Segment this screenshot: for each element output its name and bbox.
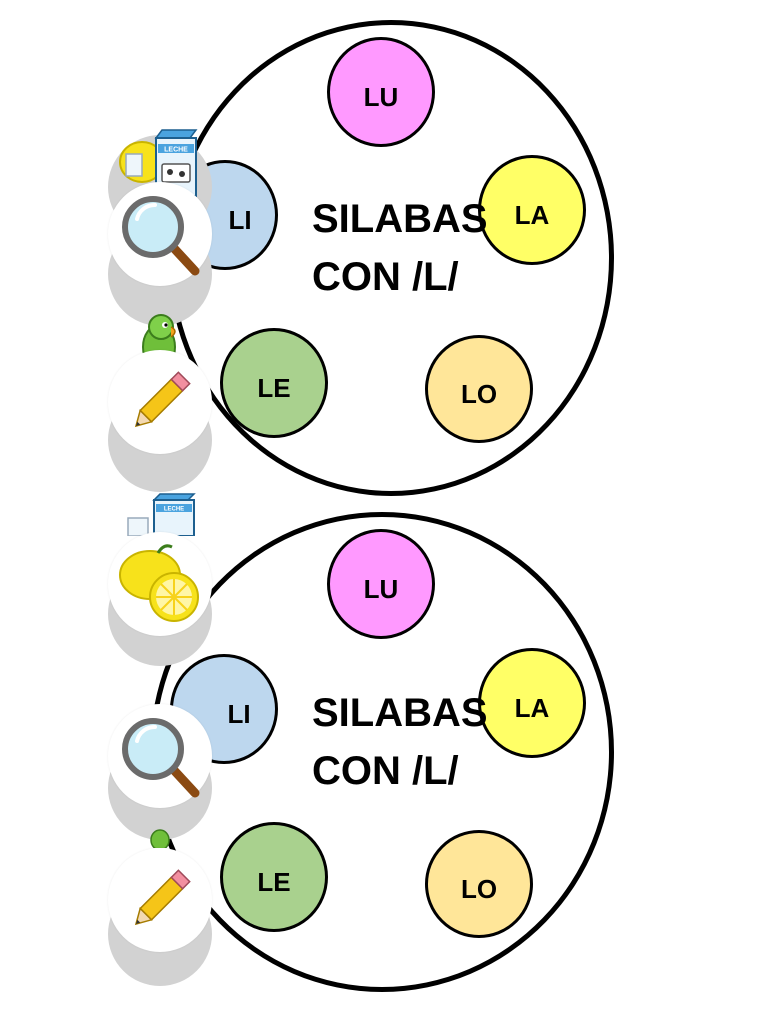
syllable-lu-1: LU bbox=[327, 37, 435, 147]
picture-milk-carton: LECHE bbox=[124, 492, 196, 541]
syllable-lo-label: LO bbox=[460, 873, 498, 904]
syllable-lu-label: LU bbox=[363, 573, 399, 604]
syllable-la-label: LA bbox=[514, 199, 550, 230]
syllable-la-label: LA bbox=[514, 692, 550, 723]
syllable-lo-2: LO bbox=[425, 830, 533, 938]
milk-carton-label: LECHE bbox=[164, 507, 184, 513]
lemon-icon bbox=[119, 544, 199, 622]
syllable-li-label: LI bbox=[228, 204, 252, 235]
pencil-icon bbox=[134, 371, 191, 428]
syllable-la-2: LA bbox=[478, 648, 586, 758]
milk-carton-label: LECHE bbox=[164, 147, 188, 154]
wheel-title-line2: CON /L/ bbox=[312, 255, 459, 299]
picture-disc-pencil bbox=[108, 848, 212, 952]
picture-disc-milk-lemon: LECHE bbox=[108, 112, 212, 216]
wheel-title-2: SILABAS CON /L/ bbox=[312, 684, 488, 800]
milk-carton-icon: LECHE bbox=[127, 493, 196, 537]
syllable-le-label: LE bbox=[257, 866, 291, 897]
magnifying-glass-icon bbox=[122, 196, 200, 276]
syllable-li-label: LI bbox=[227, 698, 251, 729]
magnifying-glass-icon bbox=[122, 718, 200, 798]
syllable-le-label: LE bbox=[257, 372, 291, 403]
picture-disc-pencil bbox=[108, 350, 212, 454]
syllable-lo-1: LO bbox=[425, 335, 533, 443]
syllable-lu-2: LU bbox=[327, 529, 435, 639]
parrot-icon bbox=[150, 829, 170, 851]
syllable-lo-label: LO bbox=[460, 378, 498, 409]
wheel-title-line1: SILABAS bbox=[312, 197, 488, 241]
syllable-le-2: LE bbox=[220, 822, 328, 932]
wheel-title-line2: CON /L/ bbox=[312, 749, 459, 793]
picture-disc-magnifier bbox=[108, 182, 212, 286]
picture-disc-magnifier bbox=[108, 704, 212, 808]
milk-lemon-icon: LECHE bbox=[119, 129, 198, 197]
syllable-le-1: LE bbox=[220, 328, 328, 438]
picture-disc-lemon bbox=[108, 532, 212, 636]
pencil-icon bbox=[134, 869, 191, 926]
syllable-lu-label: LU bbox=[363, 81, 399, 112]
wheel-title-line1: SILABAS bbox=[312, 691, 488, 735]
wheel-title-1: SILABAS CON /L/ bbox=[312, 190, 488, 306]
syllable-la-1: LA bbox=[478, 155, 586, 265]
